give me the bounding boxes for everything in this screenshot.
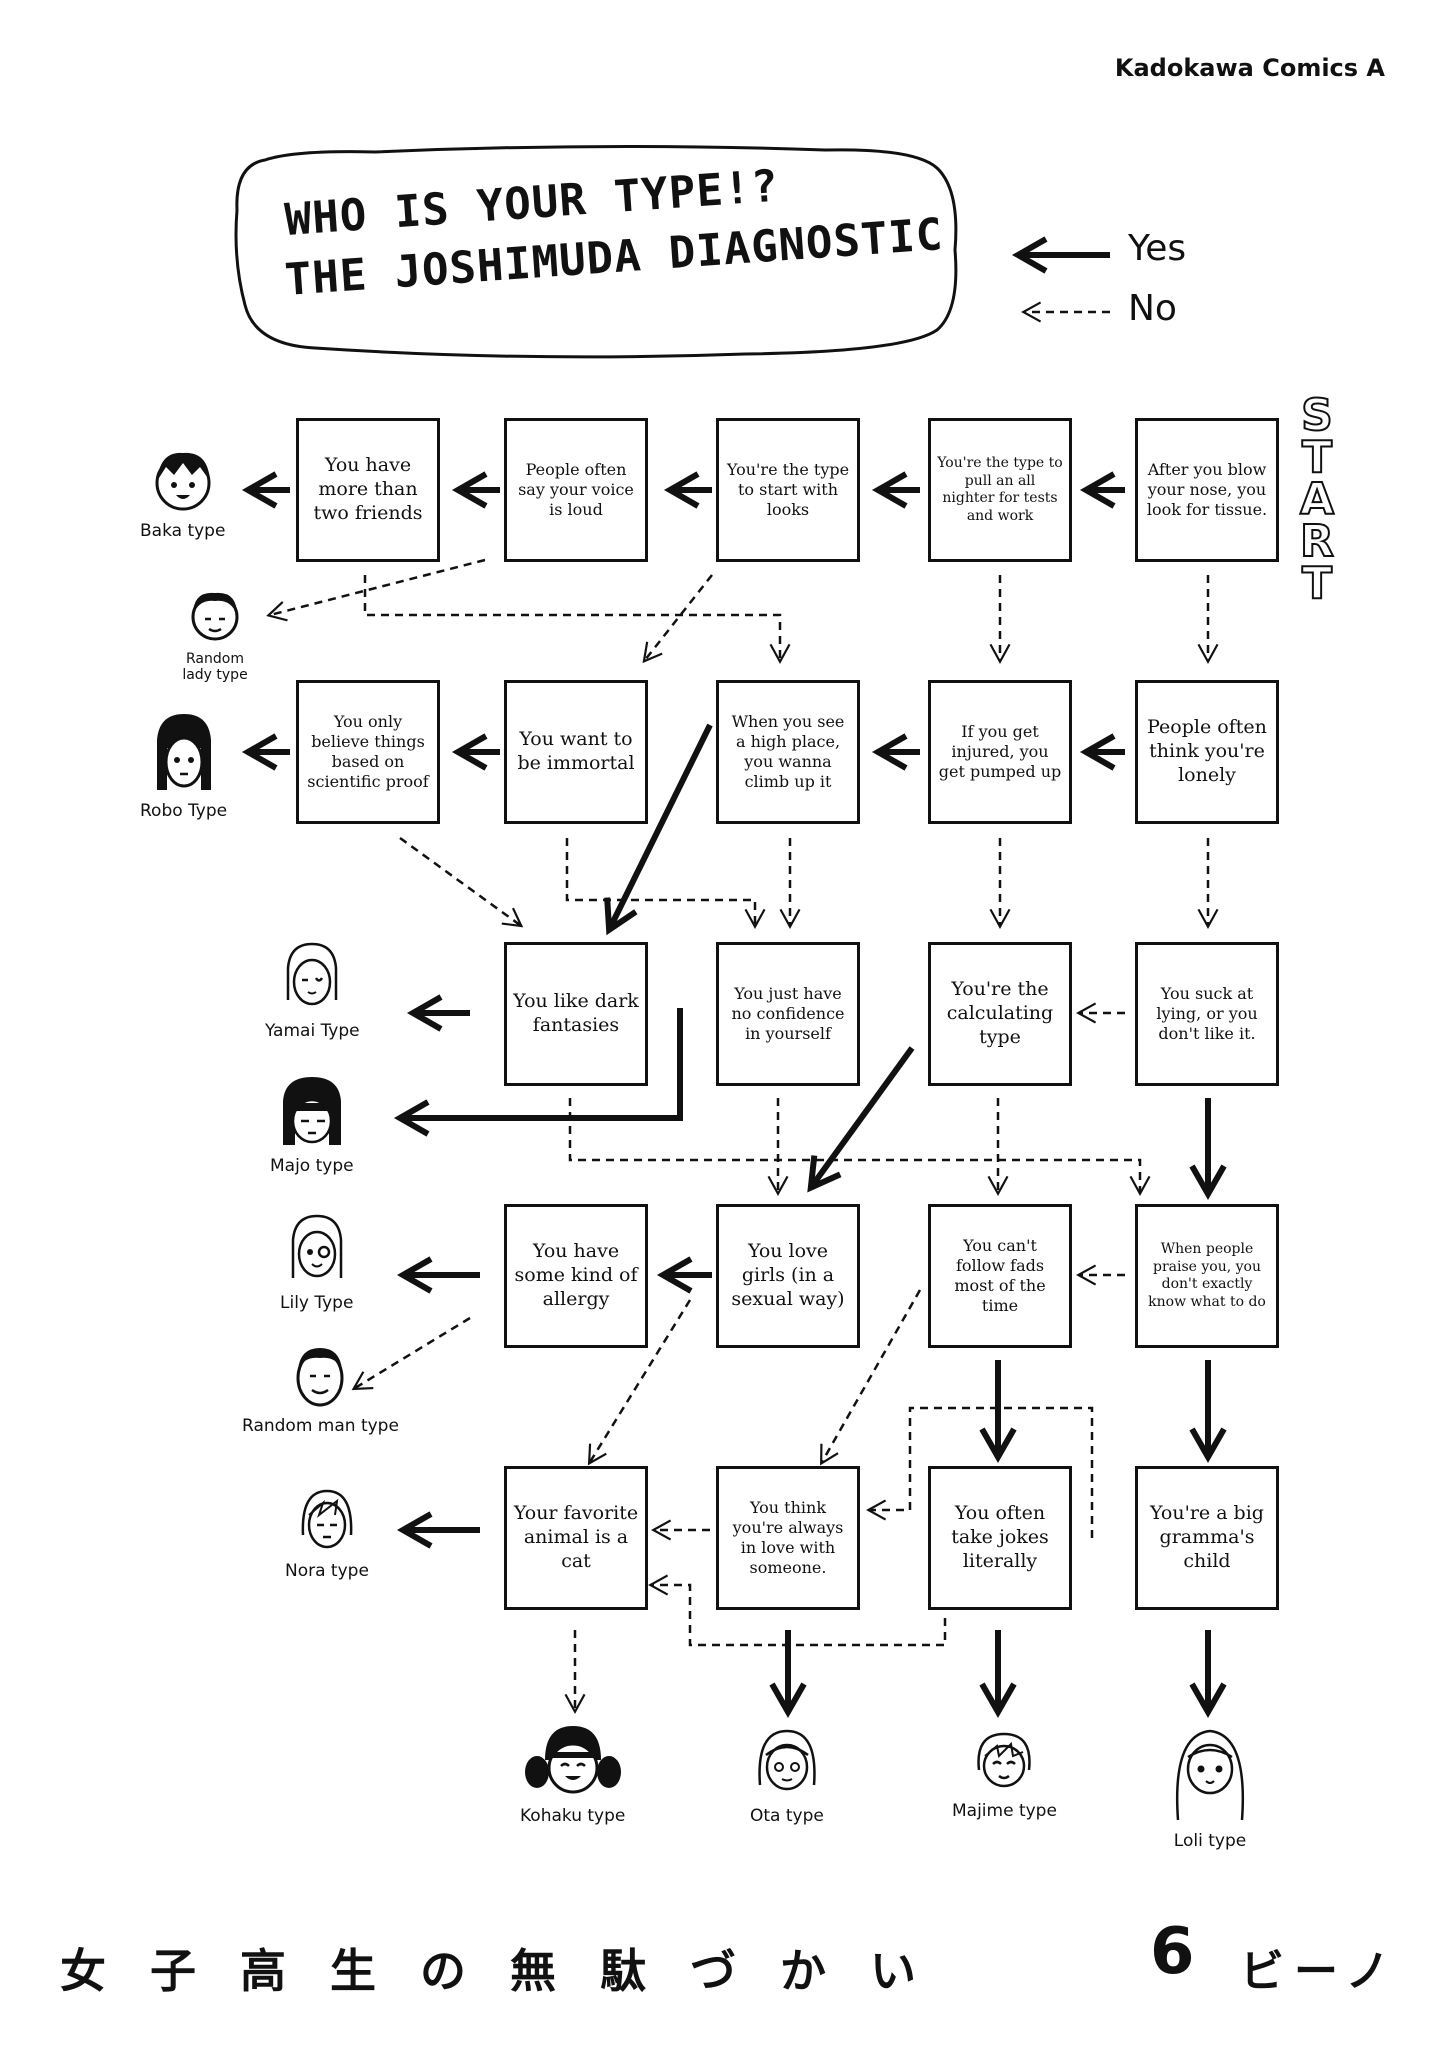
question-r2c1: You only believe things based on scienti…: [296, 680, 440, 824]
result-kohaku: Kohaku type: [520, 1720, 625, 1826]
ota-face-icon: [758, 1729, 816, 1791]
baka-face-icon: [155, 452, 211, 511]
publisher-label: Kadokawa Comics A: [1114, 54, 1385, 82]
no-arrow: [351, 1316, 471, 1391]
result-label: Ota type: [750, 1806, 824, 1826]
question-r4c2: You have some kind of allergy: [504, 1204, 648, 1348]
question-r4c4: You can't follow fads most of the time: [928, 1204, 1072, 1348]
question-r4c5: When people praise you, you don't exactl…: [1135, 1204, 1279, 1348]
no-arrow: [266, 558, 486, 622]
robo-face-icon: [156, 714, 211, 790]
no-arrow: [642, 574, 713, 664]
question-r2c2: You want to be immortal: [504, 680, 648, 824]
result-yamai: Yamai Type: [265, 940, 360, 1041]
legend-yes-label: Yes: [1128, 228, 1187, 269]
start-letter: T: [1301, 558, 1333, 609]
question-r3c2: You like dark fantasies: [504, 942, 648, 1086]
loli-face-icon: [1176, 1729, 1244, 1821]
result-label: Majo type: [270, 1156, 354, 1176]
question-r5c5: You're a big gramma's child: [1135, 1466, 1279, 1610]
question-r3c4: You're the calculating type: [928, 942, 1072, 1086]
yes-arrow: [807, 1046, 915, 1193]
no-arrow: [568, 1098, 1151, 1196]
majo-face-icon: [282, 1077, 341, 1145]
start-letter: S: [1300, 390, 1334, 441]
volume-number: 6: [1150, 1915, 1195, 1989]
result-label: Nora type: [285, 1561, 369, 1581]
title-bubble: WHO IS YOUR TYPE!? THE JOSHIMUDA DIAGNOS…: [225, 140, 970, 360]
kohaku-face-icon: [524, 1726, 621, 1794]
lily-face-icon: [291, 1214, 342, 1278]
question-r1c2: People often say your voice is loud: [504, 418, 648, 562]
result-loli: Loli type: [1170, 1725, 1250, 1851]
result-lily: Lily Type: [280, 1212, 353, 1313]
result-ota: Ota type: [750, 1725, 824, 1826]
result-baka: Baka type: [140, 445, 225, 541]
result-majime: Majime type: [952, 1730, 1057, 1821]
no-arrow: [648, 1574, 947, 1647]
question-r5c3: You think you're always in love with som…: [716, 1466, 860, 1610]
no-arrow: [565, 838, 766, 929]
start-letter: R: [1299, 516, 1335, 567]
question-r2c3: When you see a high place, you wanna cli…: [716, 680, 860, 824]
result-label: Majime type: [952, 1801, 1057, 1821]
question-r2c4: If you get injured, you get pumped up: [928, 680, 1072, 824]
nora-face-icon: [301, 1489, 353, 1549]
start-label: S T A R T: [1292, 390, 1342, 609]
result-label: Random man type: [242, 1416, 399, 1436]
no-arrow: [399, 836, 524, 928]
yes-arrow: [604, 723, 713, 936]
result-random-man: Random man type: [242, 1340, 399, 1436]
question-r2c5: People often think you're lonely: [1135, 680, 1279, 824]
author-name: ビーノ: [1240, 1946, 1400, 1997]
result-label: Baka type: [140, 521, 226, 541]
result-nora: Nora type: [285, 1485, 369, 1581]
result-robo: Robo Type: [140, 710, 227, 821]
no-arrow: [587, 1299, 692, 1466]
yamai-face-icon: [287, 942, 338, 1006]
legend-no-label: No: [1128, 288, 1177, 329]
result-random-lady: Random lady type: [170, 585, 260, 683]
result-label: Robo Type: [140, 801, 228, 821]
speech-bubble-outline: [234, 144, 958, 359]
question-r5c4: You often take jokes literally: [928, 1466, 1072, 1610]
question-r4c3: You love girls (in a sexual way): [716, 1204, 860, 1348]
question-r5c2: Your favorite animal is a cat: [504, 1466, 648, 1610]
series-title: 女子高生の無駄づかい: [60, 1944, 960, 1998]
result-label: Loli type: [1173, 1831, 1247, 1851]
question-r1c1: You have more than two friends: [296, 418, 440, 562]
start-letter: A: [1299, 474, 1335, 525]
result-label: Lily Type: [280, 1293, 354, 1313]
question-r3c3: You just have no confidence in yourself: [716, 942, 860, 1086]
result-label: Kohaku type: [520, 1806, 626, 1826]
random-lady-face-icon: [191, 592, 239, 641]
yes-arrow: [393, 1008, 683, 1137]
no-arrow: [866, 1406, 1094, 1538]
random-man-face-icon: [296, 1348, 344, 1407]
majime-face-icon: [977, 1732, 1032, 1788]
question-r3c5: You suck at lying, or you don't like it.: [1135, 942, 1279, 1086]
question-r1c3: You're the type to start with looks: [716, 418, 860, 562]
no-arrow: [820, 1289, 922, 1466]
question-r1c5: After you blow your nose, you look for t…: [1135, 418, 1279, 562]
result-label: Random lady type: [182, 651, 248, 683]
start-letter: T: [1301, 432, 1333, 483]
result-majo: Majo type: [270, 1075, 354, 1176]
question-r1c4: You're the type to pull an all nighter f…: [928, 418, 1072, 562]
no-arrow: [363, 575, 791, 664]
result-label: Yamai Type: [265, 1021, 360, 1041]
